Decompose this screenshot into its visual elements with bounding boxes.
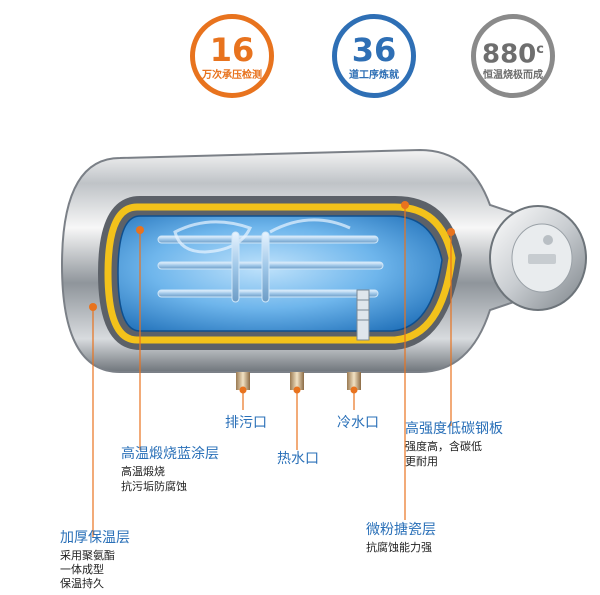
steel-plate-title: 高强度低碳钢板 [405,421,503,437]
badge-caption: 道工序炼就 [349,70,399,81]
insulation-band [104,203,456,344]
heating-element [157,218,384,303]
temperature-unit: c [536,42,544,57]
insulation-desc-1: 采用聚氨酯 [60,549,115,562]
blue-coating-desc-2: 抗污垢防腐蚀 [121,480,187,493]
drain-outlet-label: 排污口 [225,415,267,431]
anode-rod [356,289,370,341]
firing-temperature-badge: 880c 恒温烧极而成 [471,14,555,98]
insulation-layer-title: 加厚保温层 [60,530,130,546]
process-steps-badge: 36 道工序炼就 [332,14,416,98]
steel-plate-desc-1: 强度高，含碳低 [405,440,482,453]
badge-caption: 恒温烧极而成 [483,70,543,81]
badge-number: 880c [476,33,550,72]
insulation-desc-3: 保温持久 [60,577,104,590]
insulation-desc-2: 一体成型 [60,563,104,576]
end-cap [489,205,587,311]
hot-water-outlet-label: 热水口 [277,451,319,467]
inner-tank [117,215,443,332]
blue-coating-desc-1: 高温煅烧 [121,465,165,478]
leader-dots [89,201,455,394]
temperature-value: 880 [482,39,537,70]
enamel-layer-title: 微粉搪瓷层 [366,522,436,538]
cold-water-inlet-label: 冷水口 [337,415,379,431]
bottom-ports [236,372,361,390]
leader-lines [92,205,452,538]
steel-plate-desc-2: 更耐用 [405,455,438,468]
badge-caption: 万次承压检测 [202,70,262,81]
pressure-test-badge: 16 万次承压检测 [190,14,274,98]
badge-number: 36 [351,31,397,69]
badge-number: 16 [209,31,255,69]
enamel-layer-desc: 抗腐蚀能力强 [366,541,432,554]
blue-coating-title: 高温煅烧蓝涂层 [121,446,219,462]
